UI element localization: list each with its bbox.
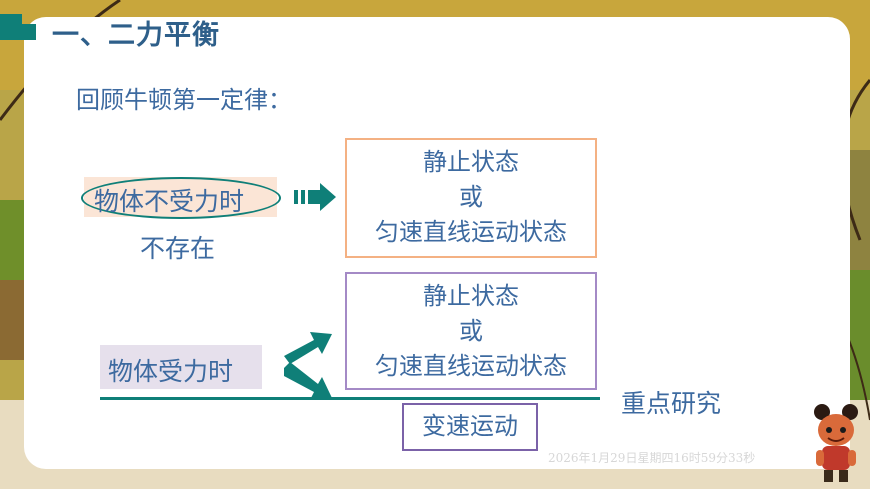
no-force-highlight-ellipse	[81, 177, 281, 219]
no-force-result-box: 静止状态 或 匀速直线运动状态	[345, 138, 597, 258]
changing-motion-label: 变速运动	[422, 412, 518, 440]
branching-arrows-icon	[284, 332, 332, 400]
result-line-static: 静止状态	[423, 148, 519, 176]
result-line-or: 或	[459, 183, 483, 211]
title-accent-block	[22, 24, 36, 40]
focus-label: 重点研究	[621, 389, 722, 418]
right-arrow-icon	[294, 183, 336, 211]
recall-label: 回顾牛顿第一定律：	[76, 86, 292, 114]
result-line-or: 或	[459, 317, 483, 345]
title-accent-bar	[0, 14, 22, 40]
no-force-label: 物体不受力时	[94, 187, 245, 216]
slide-title: 一、二力平衡	[52, 20, 220, 51]
timestamp: 2026年1月29日星期四16时59分33秒	[548, 451, 756, 465]
result-line-static: 静止状态	[423, 282, 519, 310]
result-line-uniform-motion: 匀速直线运动状态	[375, 218, 567, 246]
cartoon-character-icon	[814, 404, 858, 482]
result-line-uniform-motion: 匀速直线运动状态	[375, 352, 567, 380]
with-force-label: 物体受力时	[108, 357, 234, 386]
with-force-label-background	[100, 345, 262, 389]
divider-line	[100, 397, 600, 400]
changing-motion-box: 变速运动	[402, 403, 538, 451]
no-force-note: 不存在	[140, 234, 216, 263]
balanced-result-box: 静止状态 或 匀速直线运动状态	[345, 272, 597, 390]
